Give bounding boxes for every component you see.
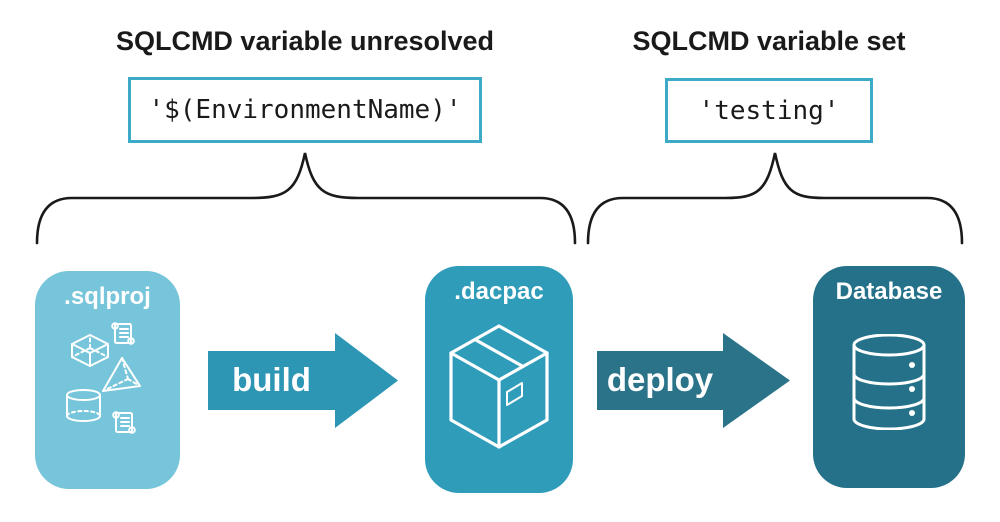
pyramid-icon (102, 357, 141, 392)
card-sqlproj-label: .sqlproj (64, 283, 151, 310)
code-box-set: 'testing' (665, 78, 873, 143)
card-sqlproj: .sqlproj (35, 271, 180, 489)
heading-set: SQLCMD variable set (632, 26, 906, 56)
build-arrow (208, 333, 398, 428)
code-value-set: 'testing' (698, 95, 840, 126)
deploy-arrow (597, 333, 790, 428)
code-value-unresolved: '$(EnvironmentName)' (148, 95, 462, 125)
heading-unresolved: SQLCMD variable unresolved (115, 26, 495, 56)
curly-braces (35, 152, 964, 245)
script-scroll-icon (112, 411, 136, 434)
script-scroll-icon (111, 322, 135, 345)
curly-brace-right (586, 152, 964, 245)
database-cylinder-icon (852, 334, 926, 430)
card-dacpac: .dacpac (425, 266, 573, 493)
package-box-icon (449, 324, 549, 449)
cube-icon (71, 334, 109, 367)
curly-brace-left (35, 152, 577, 245)
deploy-arrow-label: deploy (606, 361, 714, 398)
card-dacpac-label: .dacpac (454, 278, 544, 305)
sql-objects-icon (66, 322, 141, 434)
card-database-label: Database (835, 278, 943, 305)
code-box-unresolved: '$(EnvironmentName)' (128, 77, 482, 143)
build-arrow-label: build (232, 361, 311, 398)
cylinder-icon (66, 389, 101, 422)
card-database: Database (813, 266, 965, 488)
